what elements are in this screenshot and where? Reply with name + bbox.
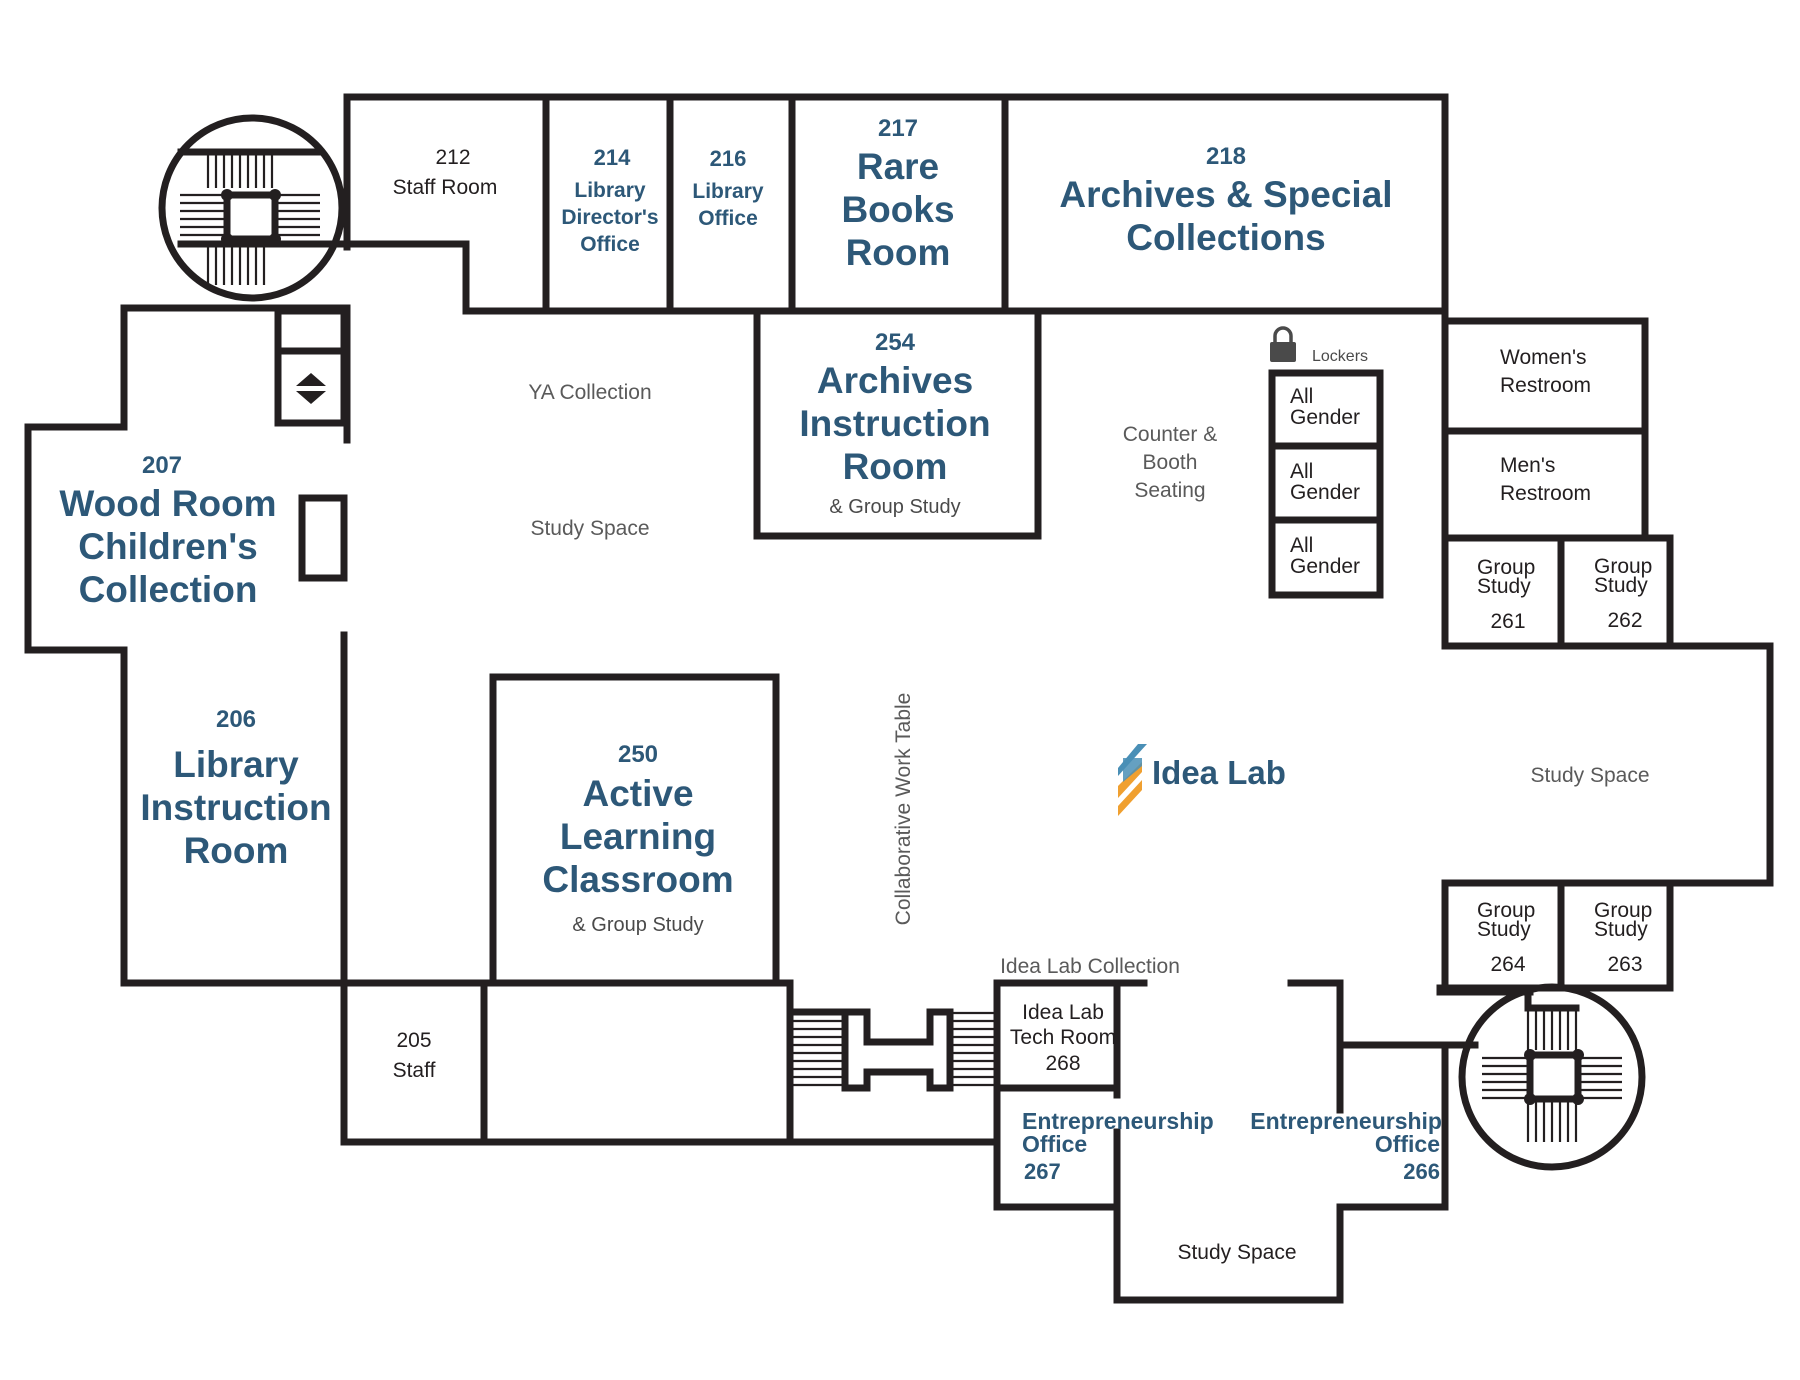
room-268-line1: Idea Lab: [1022, 1001, 1104, 1024]
restroom3-line2: Gender: [1290, 555, 1360, 578]
gs264-line1: Group: [1477, 899, 1535, 922]
lock-icon: [1270, 326, 1296, 362]
room-266-line1: Entrepreneurship: [1250, 1108, 1442, 1134]
room-217-number: 217: [878, 115, 918, 142]
mens-restroom-line2: Restroom: [1500, 482, 1591, 505]
elevator-icon: [296, 373, 326, 404]
room-218-number: 218: [1206, 143, 1246, 170]
room-206-line2: Instruction: [140, 787, 331, 828]
restroom2-line1: All: [1290, 460, 1313, 483]
room-207-line2: Children's: [78, 526, 257, 567]
room-254-number: 254: [875, 329, 916, 356]
gs261-number: 261: [1490, 610, 1525, 633]
room-216-line1: Library: [692, 180, 764, 203]
counter-line2: Booth: [1143, 451, 1198, 474]
room-218-line2: Collections: [1126, 217, 1325, 258]
room-214-line3: Office: [580, 233, 640, 256]
gs261-line2: Study: [1477, 575, 1531, 598]
room-206-line1: Library: [173, 744, 299, 785]
room-250-line1: Active: [582, 773, 693, 814]
room-268-number: 268: [1045, 1052, 1080, 1075]
room-254-line3: Room: [843, 446, 948, 487]
womens-restroom-line1: Women's: [1500, 346, 1586, 369]
idea-lab-logo-text: Idea Lab: [1152, 754, 1286, 791]
idea-lab-logo: Idea Lab: [1118, 744, 1286, 816]
stair-icon: [786, 1008, 997, 1092]
gs264-line2: Study: [1477, 918, 1531, 941]
womens-restroom-line2: Restroom: [1500, 374, 1591, 397]
restroom2-line2: Gender: [1290, 481, 1360, 504]
room-207-line1: Wood Room: [59, 483, 276, 524]
study-space-bottom-label: Study Space: [1177, 1241, 1296, 1264]
room-250-sub: & Group Study: [572, 914, 703, 936]
stair-icon: [1458, 983, 1646, 1171]
collab-table-label: Collaborative Work Table: [892, 693, 915, 926]
room-218-line1: Archives & Special: [1059, 174, 1392, 215]
gs263-line2: Study: [1594, 918, 1648, 941]
restroom3-line1: All: [1290, 534, 1313, 557]
room-207-line3: Collection: [79, 569, 258, 610]
room-254-line1: Archives: [817, 360, 973, 401]
room-207-number: 207: [142, 452, 182, 479]
room-205-name: Staff: [393, 1059, 436, 1082]
room-266-line2: Office: [1375, 1131, 1440, 1157]
room-217-line2: Books: [841, 189, 954, 230]
counter-line3: Seating: [1134, 479, 1205, 502]
room-250-line2: Learning: [560, 816, 716, 857]
room-254-sub: & Group Study: [829, 496, 960, 518]
gs262-line1: Group: [1594, 555, 1652, 578]
gs263-line1: Group: [1594, 899, 1652, 922]
room-212-number: 212: [435, 146, 470, 169]
room-254-line2: Instruction: [799, 403, 990, 444]
room-212-name: Staff Room: [393, 176, 498, 199]
room-266-number: 266: [1403, 1159, 1440, 1184]
room-267-number: 267: [1024, 1159, 1061, 1184]
room-267-line1: Entrepreneurship: [1022, 1108, 1214, 1134]
room-205-number: 205: [396, 1029, 431, 1052]
ya-collection-label: YA Collection: [528, 381, 651, 404]
room-250-line3: Classroom: [542, 859, 733, 900]
study-space-right-label: Study Space: [1530, 764, 1649, 787]
gs263-number: 263: [1607, 953, 1642, 976]
restroom1-line1: All: [1290, 385, 1313, 408]
room-217-line1: Rare: [857, 146, 939, 187]
room-214-line2: Director's: [561, 206, 658, 229]
study-space-left-label: Study Space: [530, 517, 649, 540]
room-268-line2: Tech Room: [1010, 1026, 1116, 1049]
idea-lab-collection-label: Idea Lab Collection: [1000, 955, 1180, 978]
stair-icon: [158, 114, 346, 302]
room-214-line1: Library: [574, 179, 646, 202]
room-214-number: 214: [594, 145, 631, 170]
counter-line1: Counter &: [1123, 423, 1218, 446]
room-216-line2: Office: [698, 207, 758, 230]
room-250-number: 250: [618, 741, 658, 768]
room-217-line3: Room: [846, 232, 951, 273]
gs264-number: 264: [1490, 953, 1525, 976]
room-216-number: 216: [710, 146, 747, 171]
room-206-line3: Room: [184, 830, 289, 871]
mens-restroom-line1: Men's: [1500, 454, 1555, 477]
lockers-label: Lockers: [1312, 348, 1368, 365]
room-206-number: 206: [216, 706, 256, 733]
gs262-line2: Study: [1594, 574, 1648, 597]
restroom1-line2: Gender: [1290, 406, 1360, 429]
gs262-number: 262: [1607, 609, 1642, 632]
gs261-line1: Group: [1477, 556, 1535, 579]
room-267-line2: Office: [1022, 1131, 1087, 1157]
